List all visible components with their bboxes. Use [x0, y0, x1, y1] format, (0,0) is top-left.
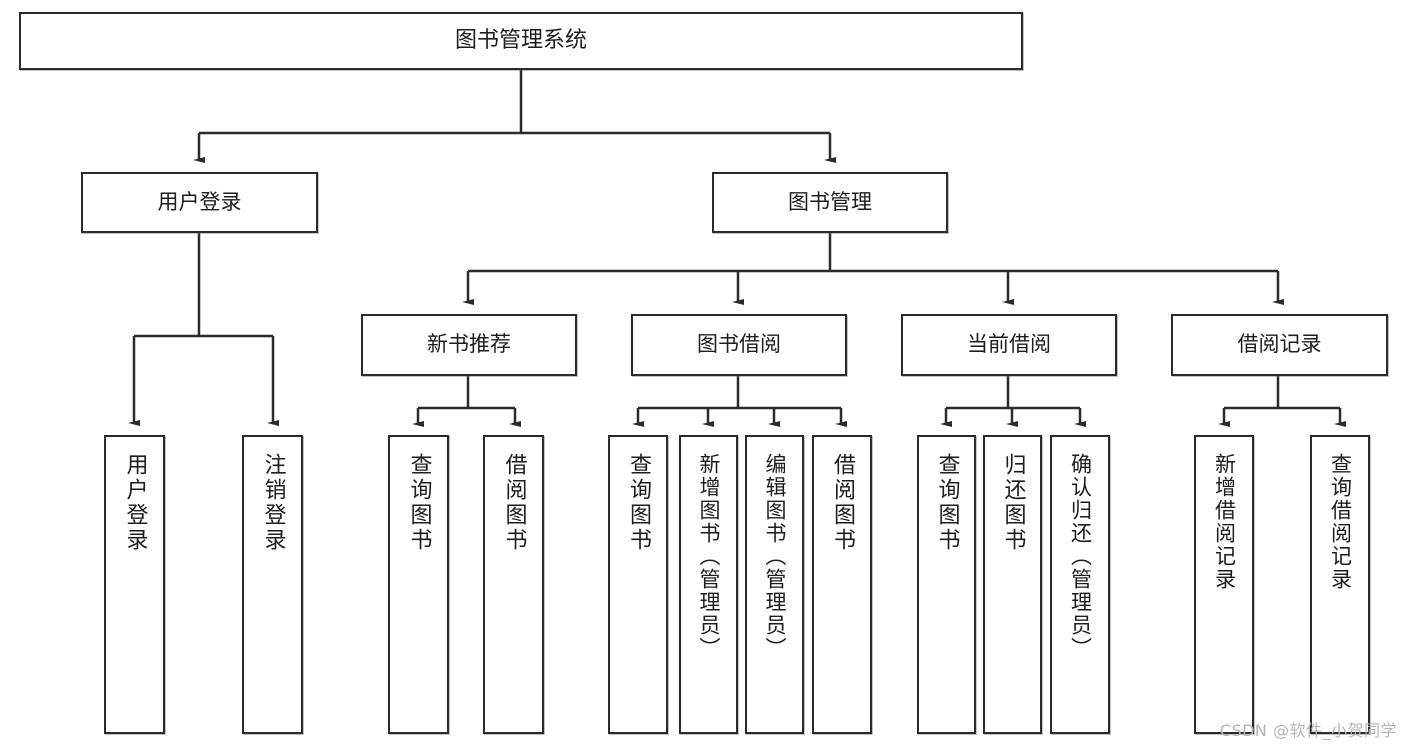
node-label: 新增借阅记录	[1212, 453, 1237, 591]
node-label: 查询借阅记录	[1328, 453, 1353, 591]
node-label: 用户登录	[157, 189, 242, 214]
node-new-book-recommend[interactable]: 新书推荐	[361, 314, 577, 376]
leaf-current-confirm-return-admin[interactable]: 确认归还（管理员）	[1050, 435, 1110, 734]
node-label: 图书管理系统	[454, 27, 587, 53]
leaf-user-login[interactable]: 用户登录	[104, 435, 165, 734]
node-label: 新书推荐	[427, 332, 511, 357]
node-label: 查询图书	[934, 453, 960, 553]
leaf-borrow-query-book[interactable]: 查询图书	[608, 435, 668, 734]
node-label: 归还图书	[1000, 453, 1026, 553]
leaf-record-query-record[interactable]: 查询借阅记录	[1310, 435, 1370, 734]
node-label: 用户登录	[122, 453, 148, 553]
node-label: 新增图书（管理员）	[697, 453, 721, 660]
leaf-user-logout[interactable]: 注销登录	[242, 435, 303, 734]
node-label: 查询图书	[406, 453, 432, 553]
node-label: 注销登录	[260, 453, 286, 553]
node-label: 图书借阅	[697, 332, 781, 357]
node-current-borrow[interactable]: 当前借阅	[901, 314, 1117, 376]
leaf-borrow-add-book-admin[interactable]: 新增图书（管理员）	[679, 435, 738, 734]
node-book-borrow[interactable]: 图书借阅	[631, 314, 847, 376]
leaf-current-query-book[interactable]: 查询图书	[917, 435, 976, 734]
node-label: 图书管理	[788, 189, 872, 214]
node-label: 当前借阅	[967, 332, 1051, 357]
leaf-recommend-borrow-book[interactable]: 借阅图书	[483, 435, 544, 734]
leaf-recommend-query-book[interactable]: 查询图书	[388, 435, 449, 734]
leaf-current-return-book[interactable]: 归还图书	[983, 435, 1042, 734]
node-label: 查询图书	[626, 453, 651, 553]
node-borrow-record[interactable]: 借阅记录	[1171, 314, 1388, 376]
node-book-management[interactable]: 图书管理	[712, 172, 948, 233]
node-label: 确认归还（管理员）	[1068, 453, 1093, 660]
node-label: 借阅图书	[501, 453, 527, 553]
node-label: 借阅记录	[1237, 332, 1322, 357]
leaf-borrow-edit-book-admin[interactable]: 编辑图书（管理员）	[745, 435, 804, 734]
node-user-login[interactable]: 用户登录	[81, 172, 318, 233]
node-label: 编辑图书（管理员）	[763, 453, 787, 660]
leaf-record-add-record[interactable]: 新增借阅记录	[1194, 435, 1254, 734]
node-root-system[interactable]: 图书管理系统	[19, 12, 1023, 70]
node-label: 借阅图书	[830, 453, 855, 553]
leaf-borrow-borrow-book[interactable]: 借阅图书	[812, 435, 872, 734]
